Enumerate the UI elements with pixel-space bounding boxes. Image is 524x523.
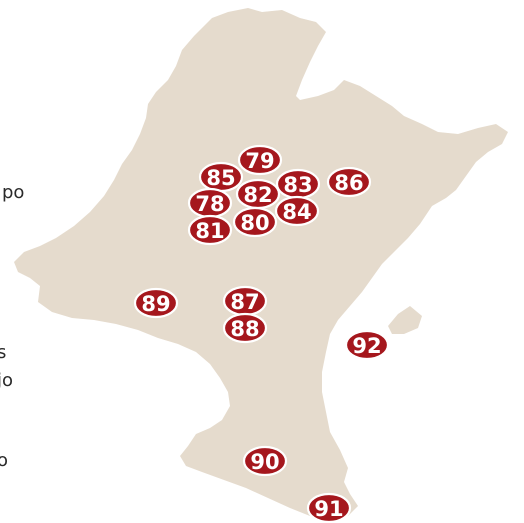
marker-oval <box>344 329 390 361</box>
marker-label: 79 <box>245 149 274 173</box>
marker-oval <box>222 312 268 344</box>
marker-oval <box>237 144 283 176</box>
marker-oval <box>326 166 372 198</box>
marker-label: 88 <box>230 317 259 341</box>
marker-label: 92 <box>352 334 381 358</box>
markers-layer: 79 85 82 83 86 78 80 84 81 89 87 88 92 90 91 <box>133 144 390 523</box>
marker-78[interactable]: 78 <box>187 187 233 219</box>
marker-84[interactable]: 84 <box>274 195 320 227</box>
marker-oval <box>242 445 288 477</box>
marker-label: 89 <box>141 292 170 316</box>
marker-83[interactable]: 83 <box>275 168 321 200</box>
marker-label: 81 <box>195 219 224 243</box>
marker-oval <box>306 492 352 523</box>
marker-label: 83 <box>283 173 312 197</box>
left-fragment-4: o <box>0 450 9 471</box>
marker-oval <box>274 195 320 227</box>
marker-92[interactable]: 92 <box>344 329 390 361</box>
marker-82[interactable]: 82 <box>235 178 281 210</box>
marker-label: 82 <box>243 183 272 207</box>
marker-label: 90 <box>250 450 279 474</box>
marker-79[interactable]: 79 <box>237 144 283 176</box>
left-fragment-1: po <box>2 182 25 203</box>
region-shape <box>14 8 508 520</box>
marker-80[interactable]: 80 <box>232 206 278 238</box>
marker-label: 85 <box>206 166 235 190</box>
marker-91[interactable]: 91 <box>306 492 352 523</box>
marker-oval <box>187 214 233 246</box>
marker-86[interactable]: 86 <box>326 166 372 198</box>
marker-90[interactable]: 90 <box>242 445 288 477</box>
marker-87[interactable]: 87 <box>222 285 268 317</box>
marker-88[interactable]: 88 <box>222 312 268 344</box>
region-spur <box>388 306 422 334</box>
marker-label: 84 <box>282 200 311 224</box>
marker-label: 78 <box>195 192 224 216</box>
marker-label: 80 <box>240 211 269 235</box>
marker-89[interactable]: 89 <box>133 287 179 319</box>
marker-label: 86 <box>334 171 363 195</box>
marker-85[interactable]: 85 <box>198 161 244 193</box>
marker-label: 87 <box>230 290 259 314</box>
marker-81[interactable]: 81 <box>187 214 233 246</box>
left-fragment-2: s <box>0 342 7 363</box>
marker-oval <box>133 287 179 319</box>
marker-oval <box>232 206 278 238</box>
marker-label: 91 <box>314 497 343 521</box>
left-fragment-3: jo <box>0 370 14 391</box>
